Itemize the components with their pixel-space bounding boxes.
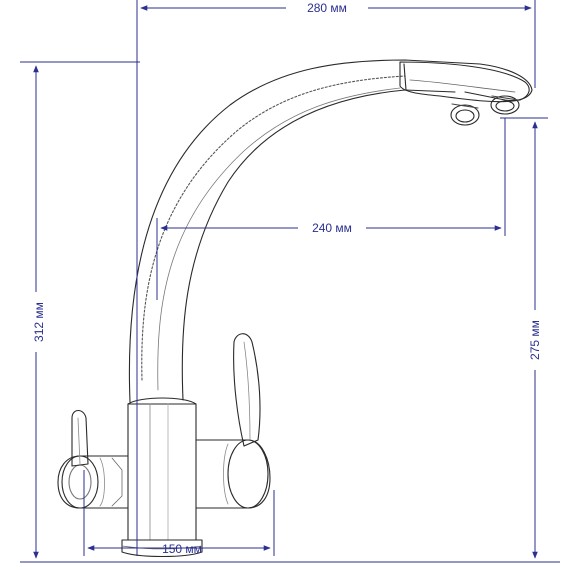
spout-highlight-1 bbox=[141, 75, 406, 381]
spout-outer-edge bbox=[128, 59, 533, 403]
faucet-illustration bbox=[57, 59, 533, 558]
aerator-right-inner bbox=[495, 100, 515, 112]
aerator-left-inner bbox=[455, 109, 475, 123]
body-column bbox=[127, 403, 197, 541]
label-150: 150 мм bbox=[162, 542, 202, 556]
right-lever bbox=[233, 333, 261, 447]
spout-highlight-2 bbox=[157, 87, 401, 391]
label-275: 275 мм bbox=[528, 320, 542, 360]
left-lever bbox=[71, 409, 89, 467]
aerator-left bbox=[450, 104, 480, 126]
spout-head bbox=[399, 61, 530, 103]
body-base bbox=[121, 539, 203, 558]
aerator-right bbox=[490, 95, 520, 115]
spout-inner-edge bbox=[181, 89, 456, 401]
spout-head-seam bbox=[403, 63, 407, 91]
label-280: 280 мм bbox=[307, 1, 347, 15]
label-240: 240 мм bbox=[312, 221, 352, 235]
label-312: 312 мм bbox=[32, 302, 46, 342]
dimension-lines bbox=[20, 0, 560, 563]
spout-head-detail bbox=[409, 79, 516, 93]
right-handle-body bbox=[195, 439, 271, 509]
